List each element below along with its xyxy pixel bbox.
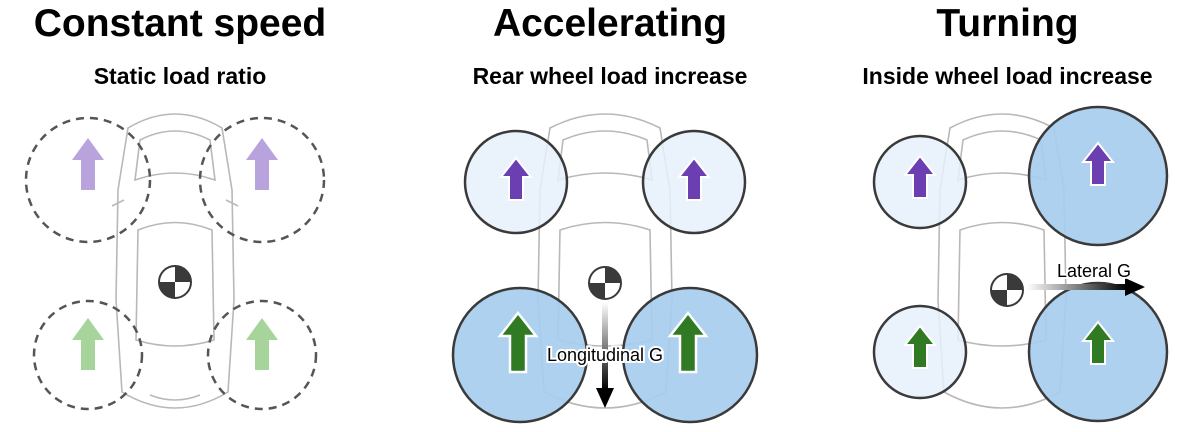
panel-title: Turning xyxy=(936,2,1079,45)
front-right-arrow-icon xyxy=(246,138,278,190)
rear-right-arrow-icon xyxy=(667,310,709,374)
rear-left-arrow-icon xyxy=(72,318,104,370)
center-of-gravity-icon xyxy=(588,266,622,300)
rear-right-arrow-icon xyxy=(246,318,278,370)
panel-subtitle: Inside wheel load increase xyxy=(862,63,1153,89)
panel-subtitle: Rear wheel load increase xyxy=(472,63,748,89)
panel-subtitle: Static load ratio xyxy=(93,63,267,89)
center-of-gravity-icon xyxy=(990,273,1024,307)
longitudinal-g-arrow-icon xyxy=(596,302,614,408)
front-left-arrow-icon xyxy=(498,156,534,201)
panel-accelerating: Accelerating Rear wheel load increase xyxy=(420,0,800,432)
constant-speed-diagram xyxy=(24,113,326,411)
accelerating-diagram: Longitudinal G xyxy=(451,113,759,424)
center-of-gravity-icon xyxy=(158,265,192,299)
panel-title: Accelerating xyxy=(492,2,728,45)
rear-left-arrow-icon xyxy=(902,324,938,369)
panel-turning: Turning Inside wheel load increase xyxy=(815,0,1200,432)
wheel-load-front-left xyxy=(24,116,152,244)
panel-constant-speed: Constant speed Static load ratio xyxy=(0,0,360,432)
longitudinal-g-label: Longitudinal G xyxy=(547,345,663,365)
front-right-arrow-icon xyxy=(1080,141,1116,186)
lateral-g-arrow-icon xyxy=(1027,278,1145,296)
lateral-g-label: Lateral G xyxy=(1057,261,1131,281)
car-outline xyxy=(111,113,239,409)
front-left-arrow-icon xyxy=(902,154,938,199)
front-right-arrow-icon xyxy=(676,156,712,201)
wheel-load-rear-left xyxy=(32,299,144,411)
rear-left-arrow-icon xyxy=(497,310,539,374)
turning-diagram: Lateral G xyxy=(872,105,1169,423)
rear-right-arrow-icon xyxy=(1080,320,1116,365)
wheel-load-front-right xyxy=(198,116,326,244)
wheel-load-rear-right xyxy=(206,299,318,411)
front-left-arrow-icon xyxy=(72,138,104,190)
panel-title: Constant speed xyxy=(33,2,327,45)
